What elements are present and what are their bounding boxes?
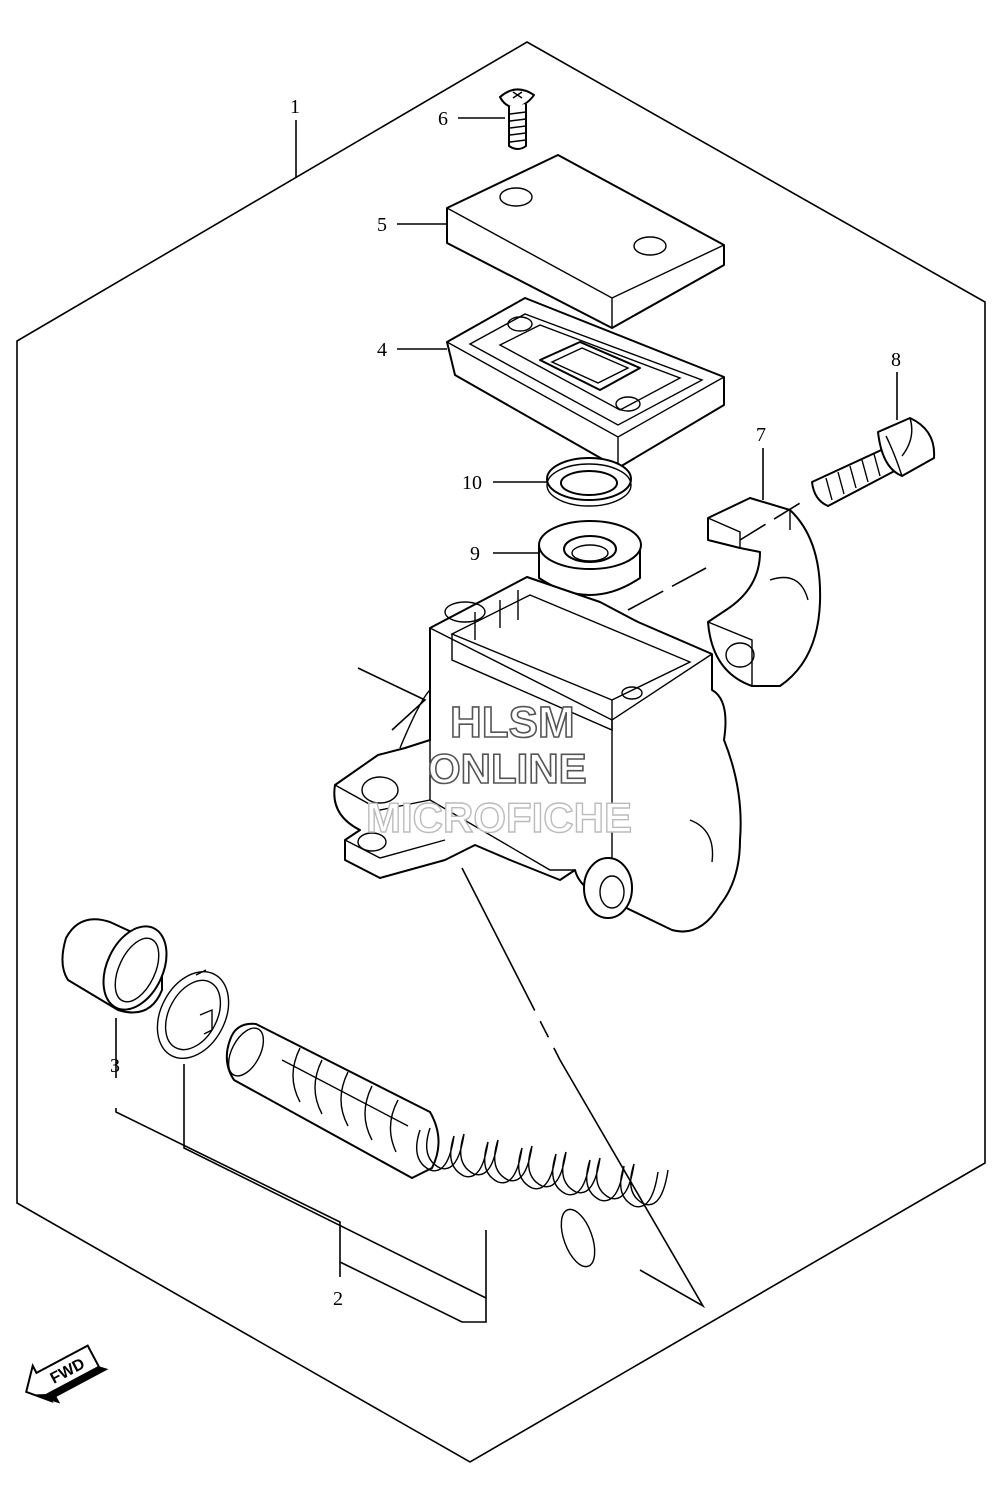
reservoir-cap-part (446, 154, 725, 329)
callout-7: 7 (756, 424, 766, 446)
rubber-cup-part (61, 918, 168, 1014)
callout-3: 3 (110, 1055, 120, 1077)
callout-10: 10 (462, 472, 482, 494)
leader-lines (115, 117, 898, 1323)
forward-direction-arrow: FWD (25, 1344, 109, 1404)
callout-2: 2 (333, 1288, 343, 1310)
screw-part (499, 88, 535, 150)
piston-part (225, 1022, 440, 1179)
bolt-part (811, 417, 936, 507)
diaphragm-part (446, 297, 725, 469)
master-cylinder-body-part (333, 576, 742, 933)
clamp-holder-part (707, 497, 822, 687)
callout-5: 5 (377, 214, 387, 236)
watermark-line-2: ONLINE (428, 745, 587, 792)
callout-9: 9 (470, 543, 480, 565)
assembly-outline (16, 41, 986, 1463)
watermark-line-1: HLSM (450, 698, 575, 747)
callout-8: 8 (891, 349, 901, 371)
callout-6: 6 (438, 108, 448, 130)
ring-plate-part (546, 457, 632, 507)
spring-part (416, 1127, 669, 1268)
callout-labels: 1 2 3 4 5 6 7 8 9 10 (110, 96, 901, 1310)
callout-1: 1 (290, 96, 300, 118)
circlip-part (156, 969, 230, 1060)
boot-part (538, 520, 642, 596)
watermark: HLSM ONLINE MICROFICHE (365, 697, 632, 842)
watermark-line-3: MICROFICHE (366, 794, 632, 841)
callout-4: 4 (377, 339, 387, 361)
